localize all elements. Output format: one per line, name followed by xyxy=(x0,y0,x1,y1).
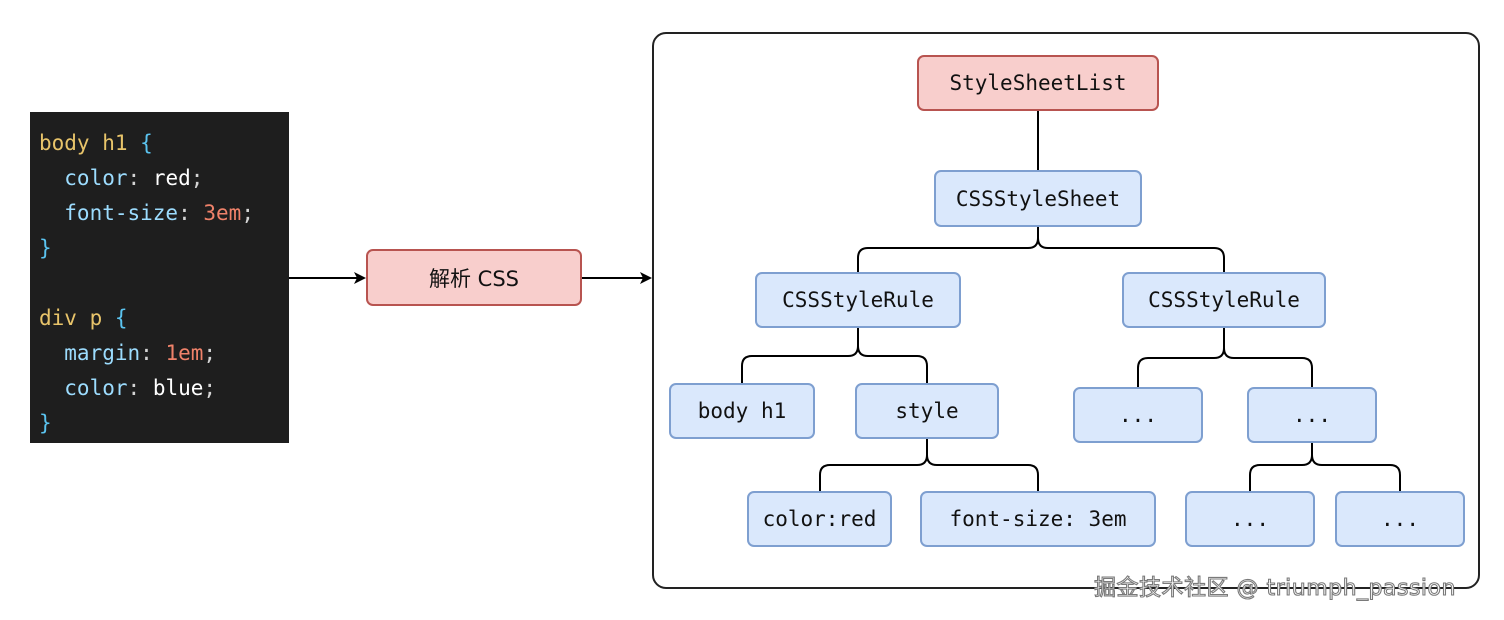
node-label: StyleSheetList xyxy=(949,71,1127,95)
node-stylesheetlist: StyleSheetList xyxy=(917,55,1159,111)
code-line: color: blue; xyxy=(39,371,289,406)
node-ellipsis-c: ... xyxy=(1185,491,1315,547)
css-code-block: body h1 { color: red; font-size: 3em;} di… xyxy=(30,112,289,443)
edge-rule-style xyxy=(857,328,928,383)
node-label: CSSStyleRule xyxy=(1148,288,1300,312)
code-token: 1em xyxy=(165,341,204,365)
code-line: div p { xyxy=(39,301,289,336)
code-token: ; xyxy=(241,201,254,225)
code-token: : xyxy=(127,376,153,400)
edge-style-color xyxy=(819,439,928,491)
node-label: ... xyxy=(1293,403,1331,427)
code-token: : xyxy=(127,166,153,190)
parse-css-label: 解析 CSS xyxy=(429,266,519,291)
edge-sheet-rule-left xyxy=(857,227,1039,272)
node-label: ... xyxy=(1231,507,1269,531)
edge-style-font-size xyxy=(926,439,1039,491)
code-line: body h1 { xyxy=(39,126,289,161)
node-selector-body-h1: body h1 xyxy=(669,383,815,439)
code-token: ; xyxy=(190,166,204,190)
code-token: blue xyxy=(152,376,204,400)
node-style: style xyxy=(855,383,999,439)
node-color-red: color:red xyxy=(747,491,892,547)
code-token: body h1 xyxy=(39,131,128,155)
node-label: CSSStyleSheet xyxy=(955,186,1121,211)
code-token: ; xyxy=(203,341,217,365)
edge-rule2-ellipsis-a xyxy=(1137,328,1225,387)
edge-ellipsis-b-c xyxy=(1249,443,1313,491)
code-token: margin xyxy=(39,341,141,365)
node-label: body h1 xyxy=(697,399,787,423)
code-token: red xyxy=(152,166,191,190)
code-token: { xyxy=(114,306,128,330)
node-label: color:red xyxy=(762,507,877,531)
node-label: ... xyxy=(1119,403,1157,427)
code-token: font-size xyxy=(39,201,179,225)
code-token: { xyxy=(140,131,153,155)
node-cssstylesheet: CSSStyleSheet xyxy=(934,170,1142,227)
code-token: : xyxy=(140,341,166,365)
code-token: : xyxy=(178,201,204,225)
node-ellipsis-d: ... xyxy=(1335,491,1465,547)
parse-css-step: 解析 CSS xyxy=(366,249,582,306)
node-cssstylerule-left: CSSStyleRule xyxy=(755,272,961,328)
code-line: margin: 1em; xyxy=(39,336,289,371)
code-line: } xyxy=(39,231,289,266)
code-token: 3em xyxy=(203,201,242,225)
code-line: } xyxy=(39,406,289,441)
node-label: style xyxy=(895,399,959,423)
node-label: CSSStyleRule xyxy=(782,288,934,312)
watermark: 掘金技术社区 @ triumph_passion xyxy=(1093,575,1456,601)
node-ellipsis-b: ... xyxy=(1247,387,1377,443)
node-cssstylerule-right: CSSStyleRule xyxy=(1122,272,1326,328)
cssom-tree-panel xyxy=(652,32,1480,589)
edge-ellipsis-b-d xyxy=(1311,443,1401,491)
node-label: ... xyxy=(1381,507,1419,531)
code-token: } xyxy=(39,236,52,260)
code-token: } xyxy=(39,411,52,435)
code-token: ; xyxy=(203,376,217,400)
code-line: color: red; xyxy=(39,161,289,196)
code-token: div p xyxy=(39,306,103,330)
edge-sheet-rule-right xyxy=(1037,227,1225,272)
edge-rule2-ellipsis-b xyxy=(1223,328,1313,387)
code-token: color xyxy=(39,376,128,400)
code-token: color xyxy=(39,166,128,190)
node-ellipsis-a: ... xyxy=(1073,387,1203,443)
code-line: font-size: 3em; xyxy=(39,196,289,231)
node-font-size-3em: font-size: 3em xyxy=(920,491,1156,547)
node-label: font-size: 3em xyxy=(949,507,1127,531)
edge-rule-selector xyxy=(741,328,859,383)
